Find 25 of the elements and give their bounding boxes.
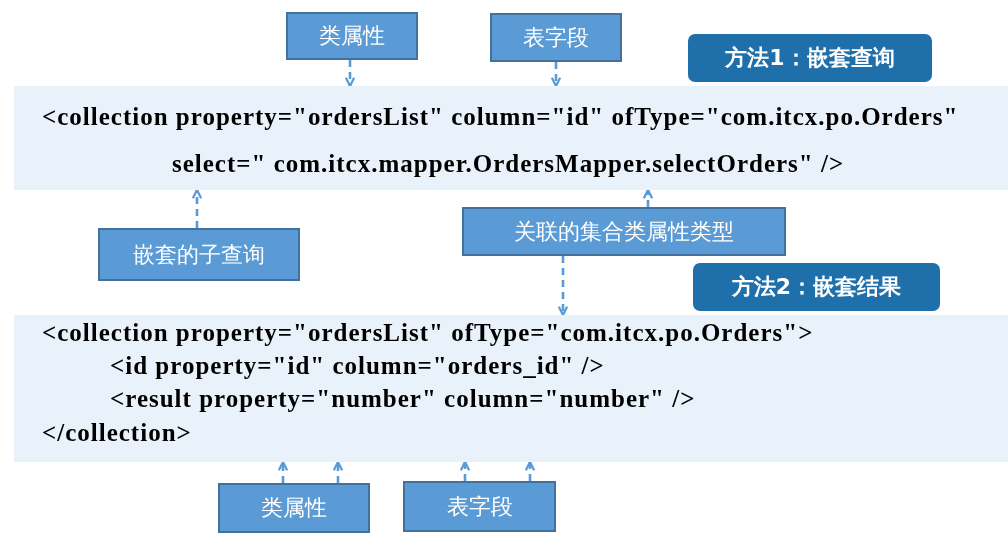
code-line: <collection property="ordersList" ofType="com.itcx.po.Orders"> bbox=[42, 319, 814, 347]
dashed-arrow bbox=[344, 60, 356, 88]
label-box: 类属性 bbox=[218, 483, 370, 533]
method-badge: 方法2：嵌套结果 bbox=[693, 263, 940, 311]
dashed-arrow bbox=[524, 460, 536, 481]
code-line: <id property="id" column="orders_id" /> bbox=[110, 352, 605, 380]
code-line: <collection property="ordersList" column="id" ofType="com.itcx.po.Orders" bbox=[42, 103, 959, 131]
label-box: 嵌套的子查询 bbox=[98, 228, 300, 281]
label-box: 表字段 bbox=[490, 13, 622, 62]
dashed-arrow bbox=[550, 62, 562, 88]
label-box: 类属性 bbox=[286, 12, 418, 60]
code-line: <result property="number" column="number" /> bbox=[110, 385, 696, 413]
dashed-arrow bbox=[557, 256, 569, 317]
method-badge: 方法1：嵌套查询 bbox=[688, 34, 932, 82]
code-line: </collection> bbox=[42, 419, 192, 447]
label-box: 关联的集合类属性类型 bbox=[462, 207, 786, 256]
dashed-arrow bbox=[277, 460, 289, 483]
code-panel bbox=[14, 86, 1008, 190]
dashed-arrow bbox=[459, 460, 471, 481]
label-box: 表字段 bbox=[403, 481, 556, 532]
dashed-arrow bbox=[191, 188, 203, 228]
dashed-arrow bbox=[642, 188, 654, 207]
code-line: select=" com.itcx.mapper.OrdersMapper.selectOrders" /> bbox=[172, 150, 845, 178]
code-panel bbox=[14, 315, 1008, 462]
dashed-arrow bbox=[332, 460, 344, 483]
